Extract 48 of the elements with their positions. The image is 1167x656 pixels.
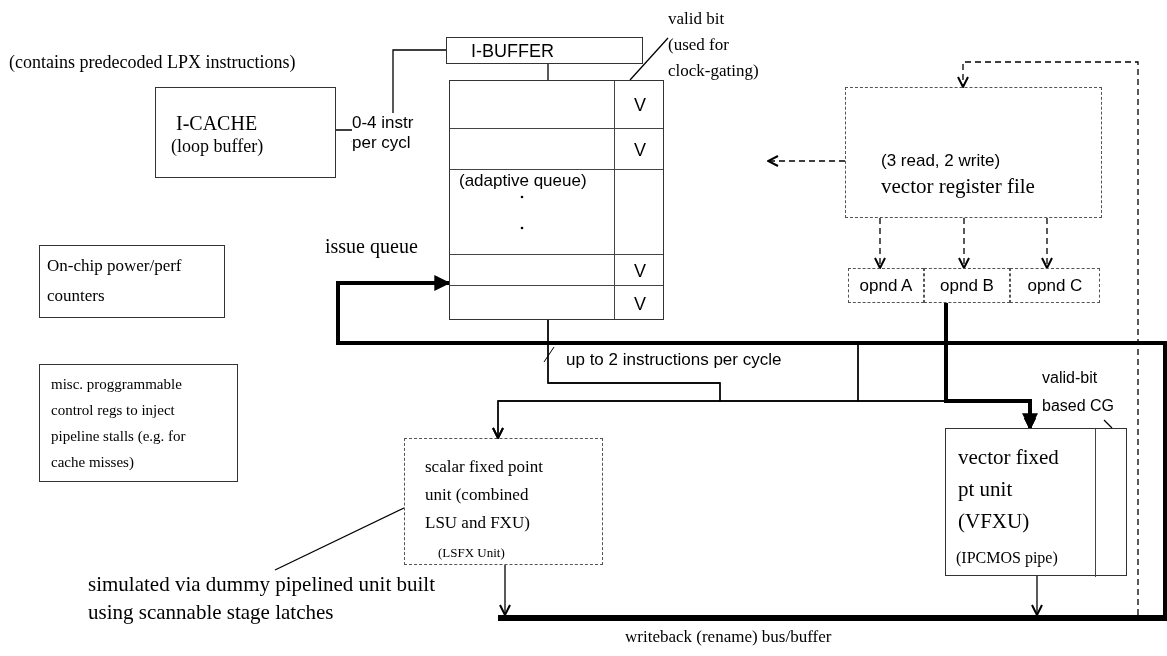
- annotation-text: simulated via dummy pipelined unit built using scannable stage latches: [88, 570, 448, 626]
- unit-title: I-CACHE: [176, 111, 258, 135]
- scalar-unit-box: [404, 438, 603, 565]
- unit-title: (adaptive queue): [459, 171, 588, 191]
- unit-title: opnd B: [939, 274, 995, 297]
- arrow: [958, 217, 970, 269]
- unit-title: I-BUFFER: [471, 40, 554, 62]
- counters-box: [39, 245, 225, 318]
- arrow: [767, 155, 846, 167]
- arrow: [874, 217, 886, 269]
- arrow: [957, 61, 1139, 616]
- unit-subtitle: (loop buffer): [171, 135, 264, 157]
- arrow: [1041, 217, 1053, 269]
- bus-label: writeback (rename) bus/buffer: [625, 627, 833, 647]
- operand-box: [848, 268, 924, 303]
- unit-title: misc. proggrammable control regs to inject pipeline stalls (e.g. for cache misses): [51, 375, 187, 472]
- unit-subtitle: (LSFX Unit): [438, 545, 505, 561]
- valid-bit-label: V: [615, 255, 665, 286]
- valid-bit-label: V: [615, 81, 665, 129]
- unit-subtitle: vector register file: [881, 174, 1035, 199]
- connector-line: [547, 63, 549, 81]
- leader-line: [1103, 419, 1113, 429]
- unit-title: On-chip power/perf counters: [47, 255, 183, 307]
- vector-unit-box: [945, 428, 1127, 576]
- unit-title: opnd C: [1026, 274, 1084, 297]
- valid-bit-label: V: [615, 286, 665, 321]
- arrow: [499, 564, 511, 616]
- arrow: [1031, 575, 1043, 616]
- arrow: [336, 275, 1167, 615]
- caption-text: (contains predecoded LPX instructions): [9, 52, 296, 73]
- arrow: [944, 303, 1038, 430]
- unit-title: vector fixed pt unit (VFXU): [958, 444, 1060, 535]
- annotation-text: valid-bit based CG: [1042, 364, 1134, 420]
- unit-title: opnd A: [858, 274, 914, 297]
- operand-box: [1010, 268, 1100, 303]
- register-file-box: [845, 87, 1102, 218]
- leader-line: [629, 37, 669, 81]
- control-regs-box: [39, 364, 238, 482]
- buffer-box: [446, 37, 643, 64]
- unit-title: scalar fixed point unit (combined LSU and FXU): [425, 456, 544, 534]
- valid-bit-label: V: [615, 129, 665, 170]
- operand-box: [924, 268, 1010, 303]
- annotation-text: valid bit (used for clock-gating): [668, 6, 760, 84]
- edge-label: up to 2 instructions per cycle: [566, 350, 782, 370]
- unit-subtitle: (IPCMOS pipe): [956, 548, 1058, 567]
- caption-text: issue queue: [325, 235, 418, 258]
- unit-title: (3 read, 2 write): [881, 151, 1001, 171]
- leader-line: [274, 507, 405, 571]
